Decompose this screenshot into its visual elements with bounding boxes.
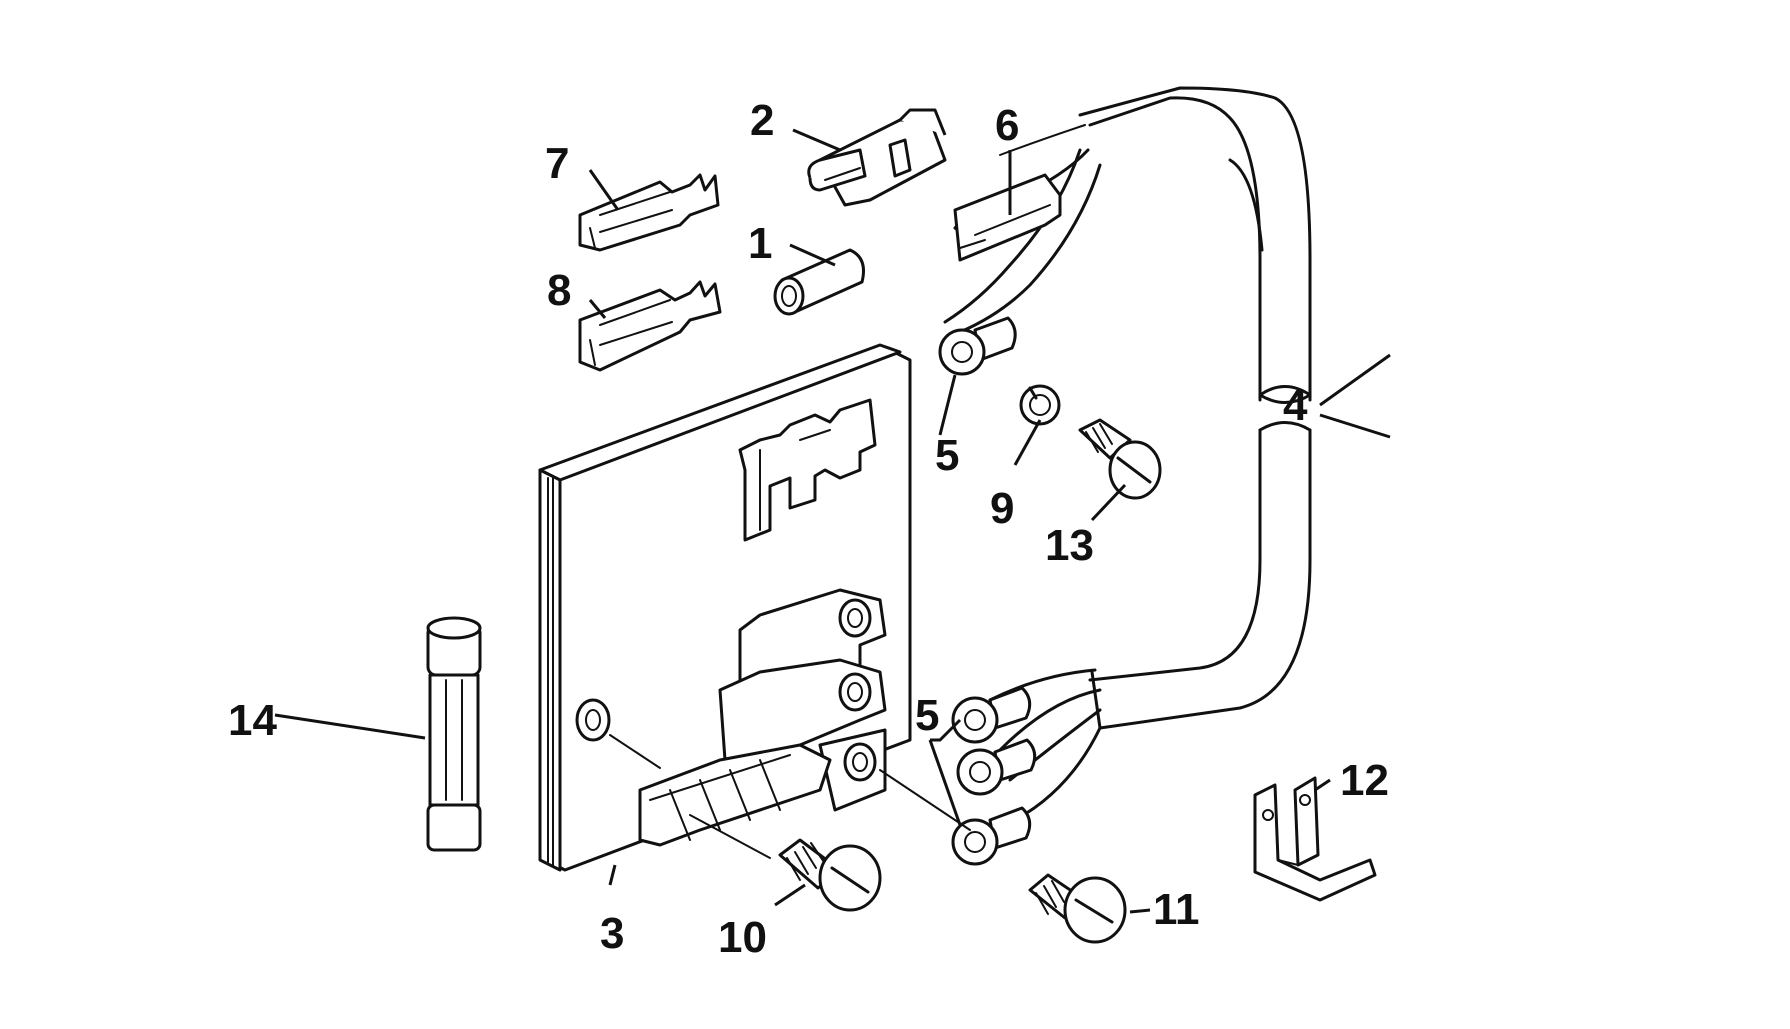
leader-lines xyxy=(274,128,1391,914)
ring-terminal-top xyxy=(938,316,1017,376)
ring-terminal-bottom-2 xyxy=(956,738,1037,796)
glass-fuse xyxy=(426,616,482,852)
fuse-tube xyxy=(773,248,865,316)
ring-terminal-bottom-1 xyxy=(951,686,1032,744)
part-5-label-top: 5 xyxy=(935,431,959,480)
part-labels: 1 2 3 4 5 5 6 7 8 9 10 11 12 13 14 xyxy=(228,96,1389,962)
part-12-label: 12 xyxy=(1340,756,1389,805)
part-7-label: 7 xyxy=(545,139,569,188)
part-4-label: 4 xyxy=(1283,381,1308,430)
part-8-label: 8 xyxy=(547,266,571,315)
female-terminal-8 xyxy=(578,280,722,372)
part-6-label: 6 xyxy=(995,101,1019,150)
part-9-label: 9 xyxy=(990,484,1014,533)
terminal-board xyxy=(538,343,971,872)
mounting-bracket xyxy=(1253,776,1377,902)
female-terminal-7 xyxy=(578,173,720,252)
screw-11 xyxy=(1028,873,1127,944)
part-5-label-bottom: 5 xyxy=(915,691,939,740)
part-11-label: 11 xyxy=(1153,885,1200,934)
screw-10 xyxy=(778,838,882,912)
fuse-holder-clip xyxy=(807,108,947,207)
screw-13 xyxy=(1078,418,1162,500)
quick-connect-terminal xyxy=(953,173,1062,262)
part-3-label: 3 xyxy=(600,909,624,958)
part-2-label: 2 xyxy=(750,96,774,145)
ring-terminal-bottom-3 xyxy=(951,806,1032,866)
lock-washer xyxy=(1019,384,1061,426)
part-14-label: 14 xyxy=(228,696,277,745)
part-10-label: 10 xyxy=(718,913,767,962)
part-13-label: 13 xyxy=(1045,521,1094,570)
part-1-label: 1 xyxy=(748,219,772,268)
